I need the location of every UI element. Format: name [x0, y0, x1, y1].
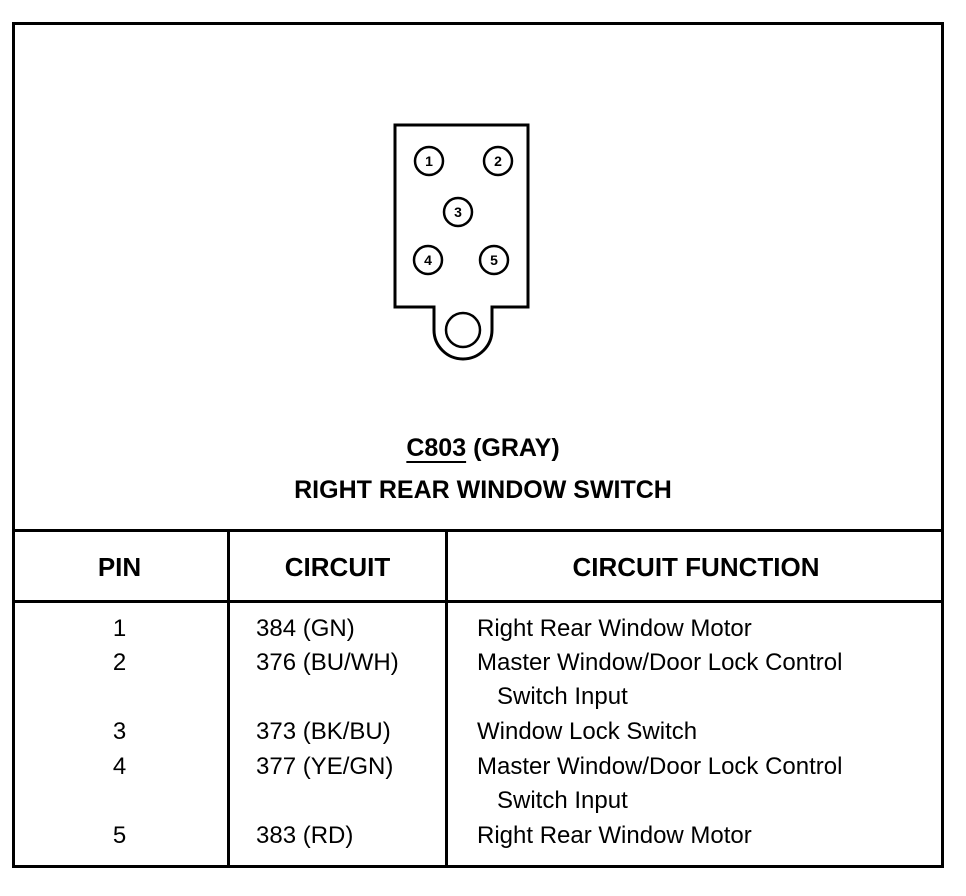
row-4-circuit: 377 (YE/GN)	[256, 753, 394, 780]
mounting-hole	[444, 311, 482, 349]
diagram-frame	[12, 22, 944, 868]
pin-2: 2	[482, 145, 514, 177]
row-2-function-line-1: Master Window/Door Lock Control	[477, 649, 843, 676]
pin-4-label: 4	[424, 252, 432, 268]
column-divider-2	[445, 531, 448, 867]
row-3-function: Window Lock Switch	[477, 718, 698, 745]
row-4-function-line-1: Master Window/Door Lock Control	[477, 753, 843, 780]
row-5-pin: 5	[112, 822, 127, 849]
connector-body	[393, 123, 530, 361]
pin-1: 1	[413, 145, 445, 177]
row-5-function: Right Rear Window Motor	[477, 822, 752, 849]
connector-description: RIGHT REAR WINDOW SWITCH	[294, 476, 672, 504]
row-2-pin: 2	[112, 649, 127, 676]
row-1-pin: 1	[112, 615, 127, 642]
connector-id: C803	[406, 434, 467, 462]
header-circuit: CIRCUIT	[284, 552, 391, 582]
pin-5: 5	[478, 244, 510, 276]
header-pin: PIN	[97, 552, 142, 582]
row-2-function-line-2: Switch Input	[497, 683, 628, 710]
row-1-function: Right Rear Window Motor	[477, 615, 752, 642]
pin-3: 3	[442, 196, 474, 228]
header-circuit-function: CIRCUIT FUNCTION	[572, 552, 820, 582]
row-2-circuit: 376 (BU/WH)	[256, 649, 399, 676]
pin-2-label: 2	[494, 153, 502, 169]
pin-5-label: 5	[490, 252, 498, 268]
pin-1-label: 1	[425, 153, 433, 169]
connector-color-label: (GRAY)	[473, 434, 560, 462]
pin-3-label: 3	[454, 204, 462, 220]
row-5-circuit: 383 (RD)	[256, 822, 354, 849]
row-3-pin: 3	[112, 718, 127, 745]
table-top-border	[12, 529, 944, 532]
pin-4: 4	[412, 244, 444, 276]
row-3-circuit: 373 (BK/BU)	[256, 718, 391, 745]
row-4-pin: 4	[112, 753, 127, 780]
table-header-divider	[12, 600, 944, 603]
row-1-circuit: 384 (GN)	[256, 615, 355, 642]
connector-title: C803 (GRAY)	[0, 434, 966, 463]
connector-face-diagram: 1 2 3 4 5	[393, 123, 530, 361]
column-divider-1	[227, 531, 230, 867]
row-4-function-line-2: Switch Input	[497, 787, 628, 814]
